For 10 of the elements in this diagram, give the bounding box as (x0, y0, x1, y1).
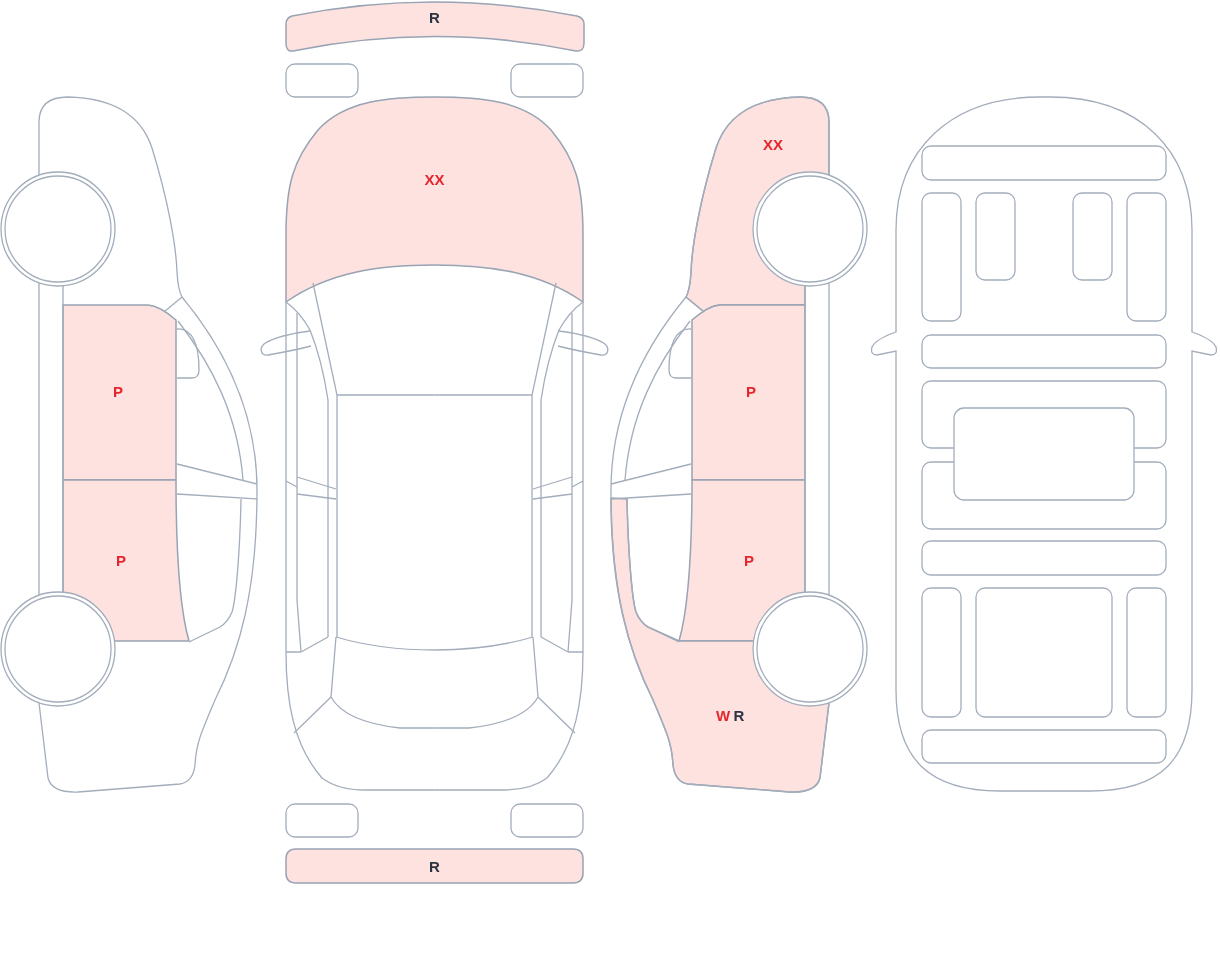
panel-code: P (744, 552, 754, 568)
panel-code: W (715, 707, 731, 723)
panel-code: XX (763, 136, 783, 152)
panel-code: R (733, 707, 745, 723)
panel-code: P (113, 383, 123, 399)
panel-code: XX (424, 171, 445, 187)
panel-code: R (429, 9, 440, 25)
panel-code: R (429, 858, 440, 874)
panel-code: P (116, 552, 126, 568)
panel-code: P (746, 383, 756, 399)
